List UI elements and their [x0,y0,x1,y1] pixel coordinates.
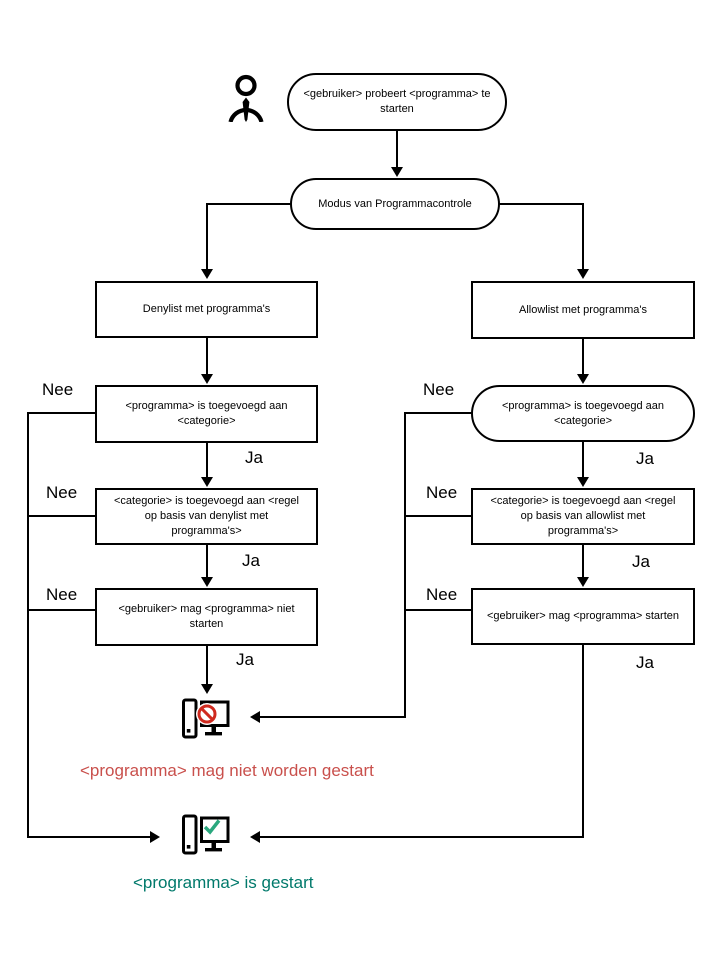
arrowhead-right-icon [150,831,160,843]
denylist-step1-node: <programma> is toegevoegd aan <categorie… [95,385,318,443]
denylist-step3-node: <gebruiker> mag <programma> niet starten [95,588,318,646]
connector-line [404,412,406,718]
blocked-outcome-text: <programma> mag niet worden gestart [80,761,374,780]
nee-label: Nee [46,483,78,502]
arrowhead-down-icon [577,477,589,487]
nee-label: Nee [426,483,458,502]
arrowhead-down-icon [391,167,403,177]
ja-label: Ja [245,448,263,467]
arrowhead-down-icon [201,374,213,384]
allowlist-step1-node: <programma> is toegevoegd aan <categorie… [471,385,695,442]
connector-line [404,515,471,517]
ja-label: Ja [236,650,254,669]
computer-started-icon [182,814,230,855]
allowlist-step2-node: <categorie> is toegevoegd aan <regel op … [471,488,695,545]
connector-line [260,836,584,838]
denylist-step2-node: <categorie> is toegevoegd aan <regel op … [95,488,318,545]
connector-line [206,545,208,579]
connector-line [404,609,471,611]
ja-label: Ja [636,449,654,468]
connector-line [27,609,95,611]
arrowhead-down-icon [201,269,213,279]
start-node: <gebruiker> probeert <programma> te star… [287,73,507,131]
arrowhead-down-icon [201,477,213,487]
connector-line [206,203,208,269]
arrowhead-left-icon [250,711,260,723]
nee-label: Nee [42,380,74,399]
user-icon [228,74,264,122]
connector-line [404,412,473,414]
computer-blocked-icon [182,698,230,739]
nee-label: Nee [423,380,455,399]
ja-label: Ja [636,653,654,672]
ja-label: Ja [242,551,260,570]
connector-line [206,646,208,686]
allowlist-step3-node: <gebruiker> mag <programma> starten [471,588,695,645]
connector-line [27,836,150,838]
denylist-title-node: Denylist met programma's [95,281,318,338]
connector-line [206,203,291,205]
connector-line [499,203,584,205]
connector-line [27,515,95,517]
connector-line [582,339,584,376]
started-outcome-text: <programma> is gestart [133,873,314,892]
connector-line [582,645,584,838]
arrowhead-down-icon [577,269,589,279]
connector-line [396,131,398,169]
connector-line [260,716,406,718]
allowlist-title-node: Allowlist met programma's [471,281,695,339]
nee-label: Nee [426,585,458,604]
mode-node: Modus van Programmacontrole [290,178,500,230]
ja-label: Ja [632,552,650,571]
arrowhead-down-icon [577,374,589,384]
nee-label: Nee [46,585,78,604]
connector-line [206,443,208,479]
connector-line [582,545,584,579]
arrowhead-down-icon [201,577,213,587]
arrowhead-down-icon [577,577,589,587]
connector-line [206,338,208,376]
connector-line [582,203,584,269]
arrowhead-down-icon [201,684,213,694]
connector-line [27,412,29,838]
connector-line [582,442,584,479]
connector-line [27,412,95,414]
arrowhead-left-icon [250,831,260,843]
